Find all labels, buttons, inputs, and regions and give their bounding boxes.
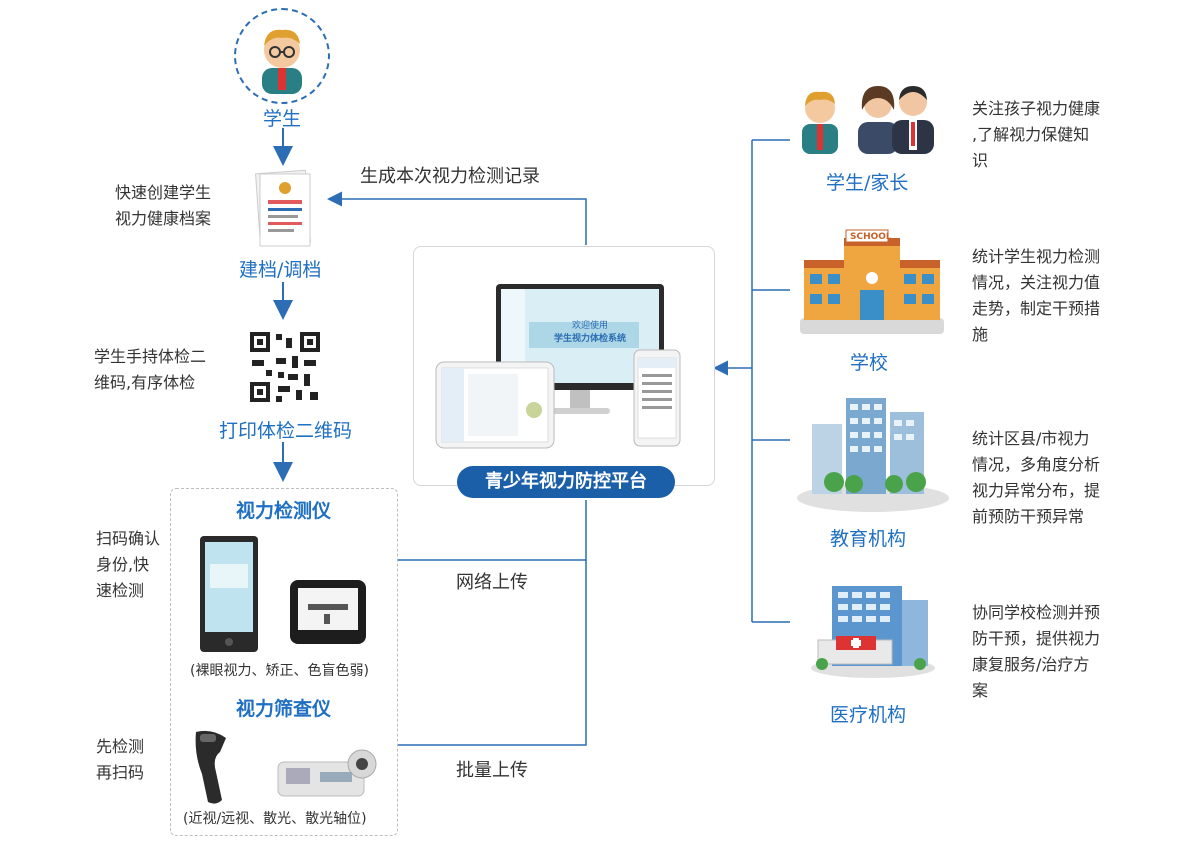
profile-document-icon [255, 169, 311, 247]
school-building-icon [800, 229, 944, 334]
batch-upload-label: 批量上传 [456, 760, 528, 781]
right-desc-0: 关注孩子视力健康 ,了解视力保健知 识 [972, 99, 1101, 170]
screener-caption: (近视/远视、散光、散光轴位) [183, 811, 367, 827]
handheld-screener-icon [195, 730, 226, 804]
qr-label: 打印体检二维码 [219, 420, 353, 442]
right-desc-3: 协同学校检测并预 防干预，提供视力 康复服务/治疗方 案 [972, 603, 1101, 700]
vision-meter-caption: (裸眼视力、矫正、色盲色弱) [190, 663, 369, 679]
vision-meter-title: 视力检测仪 [236, 500, 332, 522]
student-avatar-circle [234, 8, 330, 104]
screener-title: 视力筛查仪 [236, 698, 332, 720]
hospital-building-icon [811, 586, 935, 678]
monitor-screen-text: 欢迎使用 学生视力体检系统 [553, 321, 626, 344]
education-building-icon [797, 398, 949, 512]
school-sign: SCHOOL [850, 232, 892, 242]
platform-devices-icon [435, 284, 681, 449]
record-label: 生成本次视力检测记录 [360, 166, 540, 187]
right-label-3: 医疗机构 [830, 704, 907, 726]
student-avatar-icon [262, 29, 302, 94]
vision-meter-screen-icon [290, 580, 366, 644]
vision-meter-device-icon [200, 536, 258, 652]
right-desc-2: 统计区县/市视力 情况，多角度分析 视力异常分布，提 前预防干预异常 [972, 429, 1101, 526]
right-label-1: 学校 [850, 352, 889, 374]
desktop-screener-icon [277, 749, 377, 797]
platform-button[interactable]: 青少年视力防控平台 [457, 466, 675, 498]
right-label-0: 学生/家长 [826, 172, 909, 194]
screener-note: 先检测 再扫码 [96, 737, 145, 782]
student-parent-icon [802, 86, 934, 154]
vision-meter-note: 扫码确认 身份,快 速检测 [96, 529, 161, 600]
qr-code-icon [248, 330, 322, 404]
network-upload-label: 网络上传 [456, 572, 528, 593]
right-desc-1: 统计学生视力检测 情况，关注视力值 走势，制定干预措 施 [972, 247, 1101, 344]
profile-note: 快速创建学生 视力健康档案 [115, 183, 212, 228]
devices-box [170, 488, 398, 836]
right-label-2: 教育机构 [830, 528, 907, 550]
profile-label: 建档/调档 [239, 259, 322, 281]
student-label: 学生 [263, 108, 302, 130]
qr-note: 学生手持体检二 维码,有序体检 [94, 347, 207, 392]
